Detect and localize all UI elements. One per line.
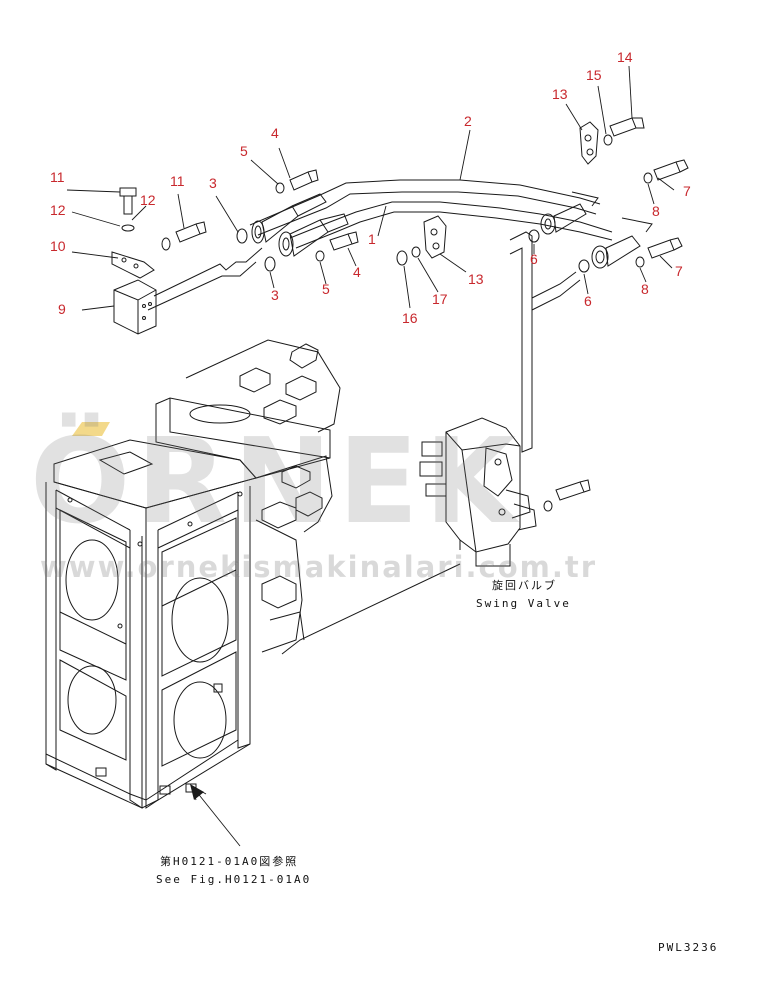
washer-5-lower [315,250,325,262]
callout-5-lower: 5 [322,281,330,297]
bolt-7-upper [653,159,689,181]
bolt-7-lower [647,237,683,259]
bolt-11-vertical [119,187,137,215]
fitting-left-lower [278,213,349,257]
callout-3-upper: 3 [209,175,217,191]
swing-valve-label-en: Swing Valve [476,597,571,610]
callout-15: 15 [586,67,602,83]
callout-7-lower: 7 [675,263,683,279]
swing-valve [419,417,537,567]
bolt-4-lower [329,231,359,251]
callout-14: 14 [617,49,633,65]
valve-to-frame-line [281,563,461,655]
bracket-10 [111,251,155,279]
washer-12-lower [121,224,135,232]
oring-3-upper [236,228,248,244]
nut-16 [396,250,408,266]
callout-13-upper: 13 [552,86,568,102]
callout-11-left: 11 [50,169,65,185]
callout-6-upper: 6 [530,251,538,267]
washer-15 [603,134,613,146]
callout-8-upper: 8 [652,203,660,219]
callout-3-lower: 3 [271,287,279,303]
bolt-4-upper [289,169,319,191]
watermark-url: www.ornekismakinalari.com.tr [40,550,598,584]
callout-6-lower: 6 [584,293,592,309]
reference-label-en: See Fig.H0121-01A0 [156,873,312,886]
reference-label-jp: 第H0121-01A0図参照 [160,855,299,868]
callout-11-mid: 11 [170,173,185,189]
fitting-left-upper [251,193,327,244]
callout-17: 17 [432,291,448,307]
washer-12-upper [161,237,171,251]
callout-4-upper: 4 [271,125,279,141]
fitting-right-upper [540,203,587,235]
callout-10: 10 [50,238,66,254]
block-9 [113,279,157,335]
pipe-to-valve-2 [531,271,581,311]
oring-3-lower [264,256,276,272]
drawing-number: PWL3236 [658,941,719,954]
bolt-11-horizontal [175,221,207,243]
oring-6-upper [528,229,540,243]
callout-16: 16 [402,310,418,326]
valve-bolt [543,479,591,512]
swing-valve-label-jp: 旋回バルブ [492,579,557,592]
watermark-brand: ÖRNEK [30,412,522,550]
pipe-to-valve-1 [509,231,533,453]
callout-2: 2 [464,113,472,129]
watermark-accent [72,422,110,436]
callout-5-upper: 5 [240,143,248,159]
clamp-13-upper [579,121,599,165]
washer-8-upper [643,172,653,184]
fitting-right-lower [591,235,641,269]
callout-1: 1 [368,231,376,247]
callout-8-lower: 8 [641,281,649,297]
callout-12-mid: 12 [140,192,156,208]
callout-12-left: 12 [50,202,66,218]
hose-2 [249,179,601,236]
washer-5-upper [275,182,285,194]
callout-4-lower: 4 [353,264,361,280]
oring-6-lower [578,259,590,273]
washer-8-lower [635,256,645,268]
clamp-13-lower [423,215,447,259]
callout-9: 9 [58,301,66,317]
bolt-14 [609,117,645,137]
hose-1 [289,201,653,249]
pipe-left [147,247,263,311]
washer-17 [411,246,421,258]
frame-assembly [45,339,341,809]
reference-arrow-head [190,784,204,800]
callout-7-upper: 7 [683,183,691,199]
callout-13-lower: 13 [468,271,484,287]
